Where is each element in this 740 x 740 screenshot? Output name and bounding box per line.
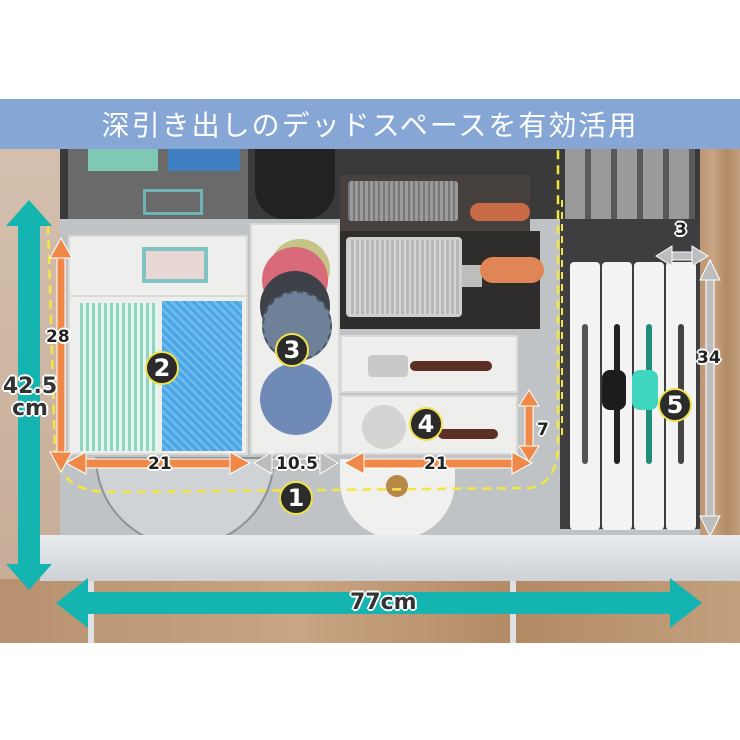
zone4-width-label: 21 bbox=[424, 454, 448, 474]
zone4-width-arrow bbox=[342, 451, 534, 475]
zone5-depth-arrow bbox=[699, 258, 721, 538]
zone-2-badge: 2 bbox=[145, 351, 179, 385]
zone3-width-arrow bbox=[253, 451, 339, 475]
coaster-blue bbox=[260, 363, 332, 435]
back-bin-left bbox=[68, 149, 248, 224]
zone2-top-bin bbox=[68, 235, 248, 301]
knife-handle-black bbox=[602, 370, 626, 410]
zone4-height-arrow bbox=[518, 389, 540, 463]
title-banner: 深引き出しのデッドスペースを有効活用 bbox=[0, 99, 740, 149]
depth-arrow bbox=[6, 200, 52, 590]
zone4-top-tray bbox=[340, 335, 518, 393]
zone2-width-arrow bbox=[64, 451, 252, 475]
zone2-depth-arrow bbox=[49, 236, 73, 474]
zone3-width-label: 10.5 bbox=[276, 454, 318, 474]
grater-rack-back bbox=[340, 175, 530, 237]
depth-value: 42.5 bbox=[2, 374, 58, 399]
zone5-width-label: 3 bbox=[675, 220, 687, 240]
depth-unit: cm bbox=[12, 396, 48, 421]
width-label: 77cm bbox=[350, 590, 417, 615]
zone-1-badge: 1 bbox=[279, 481, 313, 515]
zone5-width-arrow bbox=[655, 245, 709, 267]
zone-5-badge: 5 bbox=[658, 388, 692, 422]
zone4-height-label: 7 bbox=[537, 420, 549, 440]
zone-4-badge: 4 bbox=[409, 407, 443, 441]
banner-title: 深引き出しのデッドスペースを有効活用 bbox=[101, 109, 639, 142]
back-coasters bbox=[255, 149, 335, 219]
zone5-depth-label: 34 bbox=[697, 348, 721, 368]
grater bbox=[346, 237, 462, 317]
green-towel bbox=[80, 303, 158, 451]
width-arrow bbox=[56, 578, 702, 628]
zone2-depth-label: 28 bbox=[46, 327, 70, 347]
drawer-front bbox=[40, 535, 740, 581]
hourglass bbox=[142, 247, 208, 283]
knife-handle-teal bbox=[632, 370, 658, 410]
back-knife-rack bbox=[565, 149, 695, 219]
zone1-dashed-outline bbox=[46, 150, 560, 494]
depth-label: 42.5 cm bbox=[2, 376, 58, 420]
zone-3-badge: 3 bbox=[275, 333, 309, 367]
grater-rack bbox=[340, 231, 544, 329]
zone4-bottom-tray bbox=[340, 395, 518, 455]
zone2-width-label: 21 bbox=[148, 454, 172, 474]
grater-handle bbox=[480, 257, 544, 283]
